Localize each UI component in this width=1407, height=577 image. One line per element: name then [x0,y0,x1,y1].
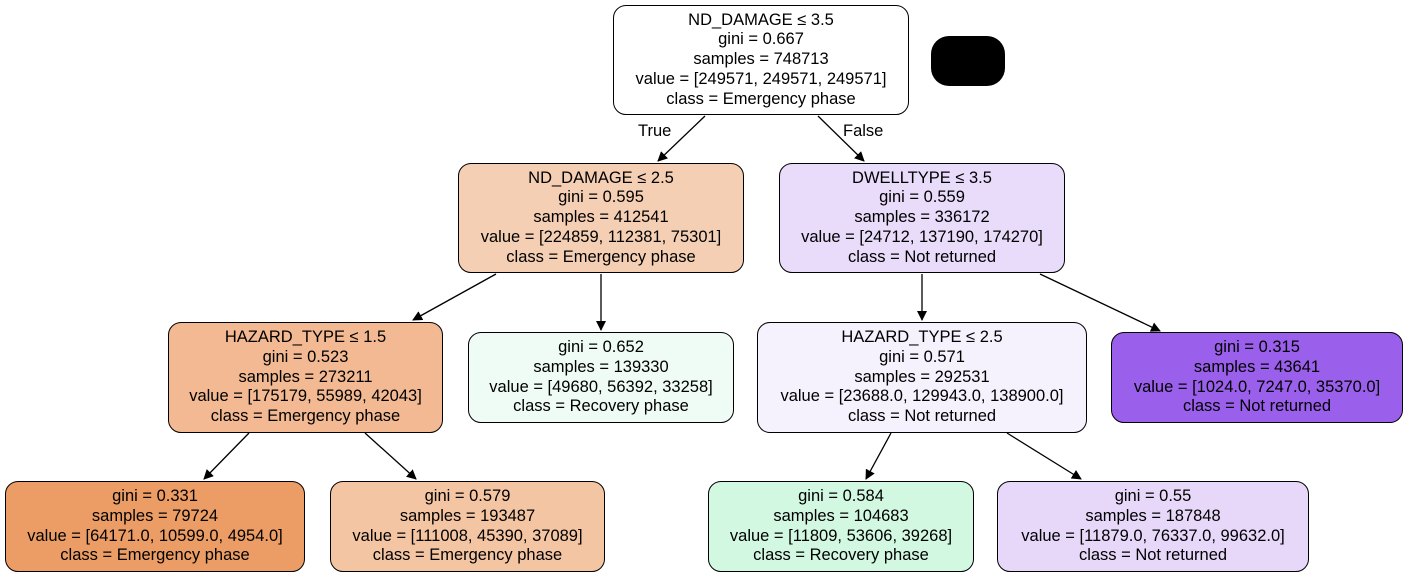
tree-node-rlr: gini = 0.55 samples = 187848 value = [11… [997,481,1309,572]
node-samples: samples = 748713 [693,50,829,69]
tree-node-rr: gini = 0.315 samples = 43641 value = [10… [1111,332,1403,423]
node-samples: samples = 79724 [91,506,219,525]
node-value: value = [64171.0, 10599.0, 4954.0] [27,526,283,545]
edge-ll-llr [364,432,417,480]
node-value: value = [11879.0, 76337.0, 99632.0] [1021,526,1285,545]
node-class: class = Not returned [1182,397,1332,416]
node-samples: samples = 139330 [533,357,669,376]
node-samples: samples = 187848 [1085,506,1221,525]
node-value: value = [49680, 56392, 33258] [489,377,713,396]
node-samples: samples = 412541 [533,208,669,227]
node-class: class = Not returned [847,247,997,266]
node-gini: gini = 0.652 [558,337,644,356]
node-split: HAZARD_TYPE ≤ 2.5 [841,328,1003,346]
node-gini: gini = 0.315 [1214,337,1300,356]
tree-node-llr: gini = 0.579 samples = 193487 value = [1… [330,481,605,572]
edge-root-l [657,115,706,162]
node-value: value = [175179, 55989, 42043] [189,387,422,406]
node-gini: gini = 0.571 [879,347,965,366]
node-class: class = Emergency phase [210,407,401,426]
tree-node-rll: gini = 0.584 samples = 104683 value = [1… [708,481,974,572]
tree-node-l: ND_DAMAGE ≤ 2.5 gini = 0.595 samples = 4… [458,163,744,273]
node-split: DWELLTYPE ≤ 3.5 [852,168,992,187]
tree-node-r: DWELLTYPE ≤ 3.5 gini = 0.559 samples = 3… [779,163,1065,273]
edge-l-ll [412,273,497,321]
node-gini: gini = 0.55 [1114,486,1192,505]
node-split: ND_DAMAGE ≤ 3.5 [688,10,834,29]
node-class: class = Recovery phase [513,397,689,416]
node-class: class = Emergency phase [506,247,696,266]
node-samples: samples = 104683 [773,506,909,525]
node-value: value = [23688.0, 129943.0, 138900.0] [780,387,1064,406]
node-class: class = Recovery phase [753,546,929,565]
edge-ll-lll [203,432,250,480]
node-gini: gini = 0.579 [424,486,511,505]
tree-node-lr: gini = 0.652 samples = 139330 value = [4… [468,332,734,423]
node-gini: gini = 0.584 [798,486,884,505]
edge-root-r [817,115,865,162]
node-gini: gini = 0.559 [879,188,965,207]
tree-node-ll: HAZARD_TYPE ≤ 1.5 gini = 0.523 samples =… [168,322,443,433]
tree-node-rl: HAZARD_TYPE ≤ 2.5 gini = 0.571 samples =… [757,322,1087,433]
node-samples: samples = 43641 [1193,357,1321,376]
node-split: HAZARD_TYPE ≤ 1.5 [224,328,387,346]
node-samples: samples = 273211 [238,367,373,386]
node-value: value = [224859, 112381, 75301] [480,227,722,246]
edge-rl-rll [865,432,892,480]
node-samples: samples = 336172 [854,208,990,227]
edge-label-false: False [843,122,884,140]
node-class: class = Emergency phase [60,546,250,565]
redaction-box [931,36,1005,86]
node-class: class = Emergency phase [372,546,563,565]
edge-rl-rlr [1006,432,1082,480]
node-samples: samples = 193487 [399,506,536,525]
node-split: ND_DAMAGE ≤ 2.5 [528,168,674,187]
edge-r-rr [1039,273,1161,332]
node-value: value = [111008, 45390, 37089] [352,526,583,545]
node-value: value = [249571, 249571, 249571] [635,69,887,88]
node-gini: gini = 0.331 [112,486,198,505]
edge-label-true: True [638,122,672,140]
node-gini: gini = 0.523 [262,347,349,366]
node-value: value = [1024.0, 7247.0, 35370.0] [1133,377,1381,396]
node-class: class = Emergency phase [666,89,856,108]
node-samples: samples = 292531 [854,367,990,386]
node-value: value = [24712, 137190, 174270] [801,227,1043,246]
node-gini: gini = 0.667 [718,30,804,49]
node-class: class = Not returned [1078,546,1228,565]
tree-node-lll: gini = 0.331 samples = 79724 value = [64… [5,481,305,572]
node-gini: gini = 0.595 [558,188,644,207]
tree-node-root: ND_DAMAGE ≤ 3.5 gini = 0.667 samples = 7… [613,5,909,115]
node-value: value = [11809, 53606, 39268] [729,526,953,545]
node-class: class = Not returned [847,407,997,426]
